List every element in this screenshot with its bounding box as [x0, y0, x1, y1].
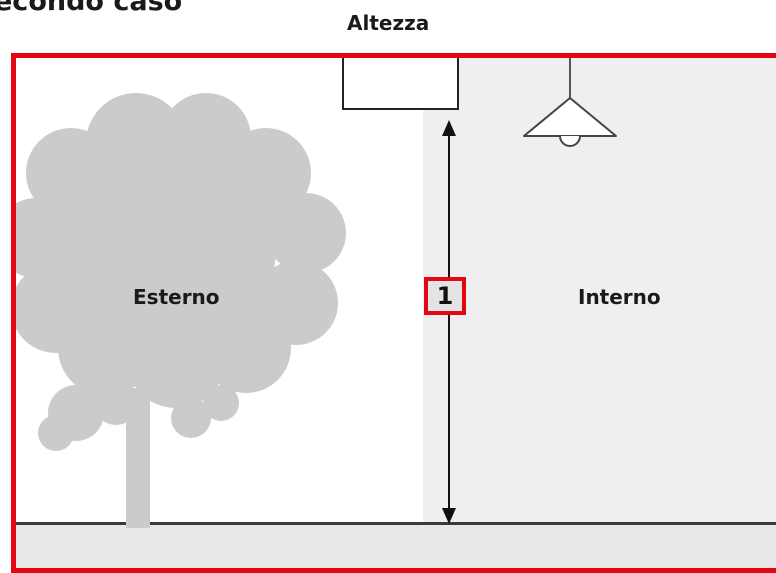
indoor-zone [423, 58, 776, 568]
tree-icon [16, 93, 346, 528]
indoor-label: Interno [578, 285, 661, 309]
double-arrow-icon [442, 120, 456, 524]
floor-line [16, 522, 776, 525]
outdoor-label: Esterno [133, 285, 220, 309]
window-opening [342, 58, 459, 110]
height-marker: 1 [424, 277, 466, 315]
diagram-heading: econdo caso [0, 0, 183, 17]
diagram-frame: Esterno Interno 1 [11, 53, 776, 573]
measure-label: Altezza [347, 11, 430, 35]
floor-area [16, 525, 776, 568]
ceiling-lamp-icon [523, 58, 617, 147]
